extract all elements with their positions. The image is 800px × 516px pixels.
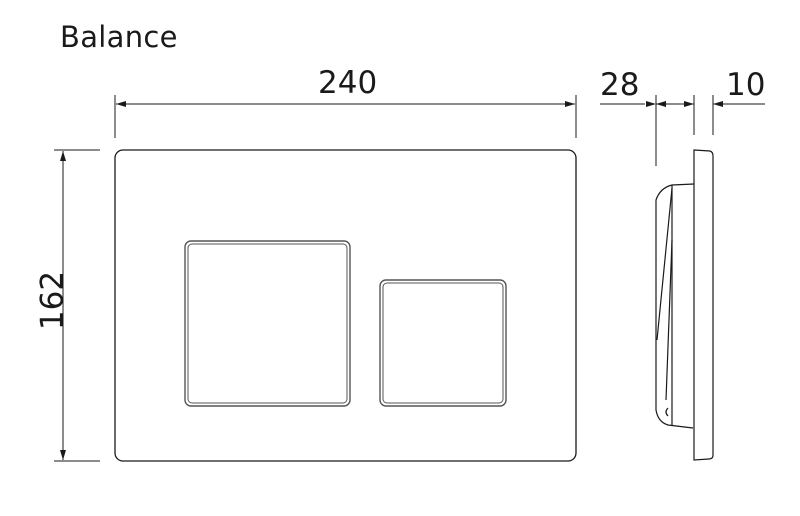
- product-title: Balance: [60, 20, 178, 54]
- large-flush-button: [184, 240, 351, 407]
- height-dimension-line: [54, 149, 100, 462]
- front-plate: [114, 149, 577, 462]
- depth-dimension-label: 28: [600, 67, 640, 103]
- thickness-dimension-label: 10: [726, 67, 766, 103]
- side-profile-view: [655, 149, 714, 461]
- width-dimension-label: 240: [318, 65, 378, 101]
- small-flush-button: [379, 279, 507, 407]
- width-dimension-line: [114, 95, 577, 138]
- side-dimension-lines: [600, 95, 765, 166]
